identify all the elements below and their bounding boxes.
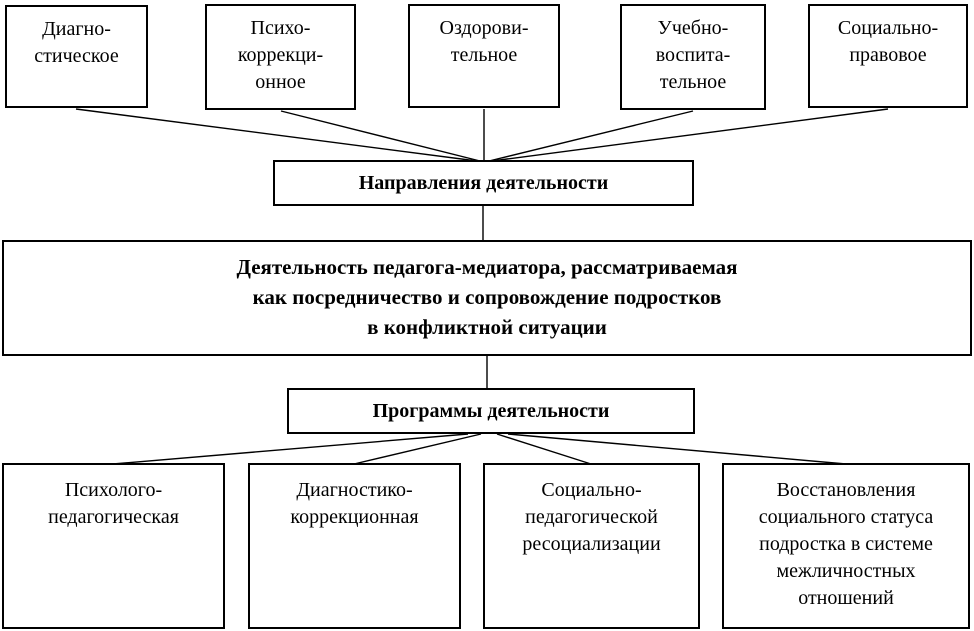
box-diagnostic: Диагно- стическое	[5, 5, 148, 108]
box-health: Оздорови- тельное	[408, 4, 560, 108]
connector-diagnostic-to-directions	[75, 108, 478, 162]
connector-programs-to-resocialization	[496, 433, 592, 465]
box-mediator-activity: Деятельность педагога-медиатора, рассмат…	[2, 240, 972, 356]
connector-social-legal-to-directions	[491, 108, 889, 162]
box-social-resocialization: Социально- педагогической ресоциализации	[483, 463, 700, 629]
connector-programs-to-status-restoration	[507, 433, 847, 465]
box-educational: Учебно- воспита- тельное	[620, 4, 766, 110]
connector-educational-to-directions	[488, 110, 694, 162]
connector-programs-to-diagnostic-correctional	[353, 433, 482, 465]
box-social-legal: Социально- правовое	[808, 4, 968, 108]
connector-psycho-correction-to-directions	[280, 110, 481, 162]
box-directions-of-activity: Направления деятельности	[273, 160, 694, 206]
box-diagnostic-correctional: Диагностико- коррекционная	[248, 463, 461, 629]
box-status-restoration: Восстановления социального статуса подро…	[722, 463, 970, 629]
box-programs-of-activity: Программы деятельности	[287, 388, 695, 434]
box-psycho-correction: Психо- коррекци- онное	[205, 4, 356, 110]
box-psych-pedagogical: Психолого- педагогическая	[2, 463, 225, 629]
connector-programs-to-psych-pedagogical	[112, 433, 469, 465]
